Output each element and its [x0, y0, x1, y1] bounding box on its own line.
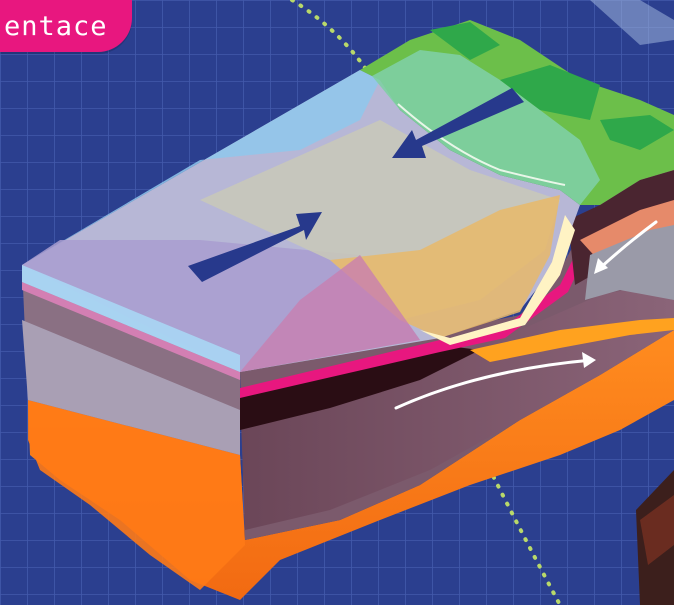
title-badge: entace [0, 0, 132, 52]
title-badge-text: entace [4, 0, 108, 42]
